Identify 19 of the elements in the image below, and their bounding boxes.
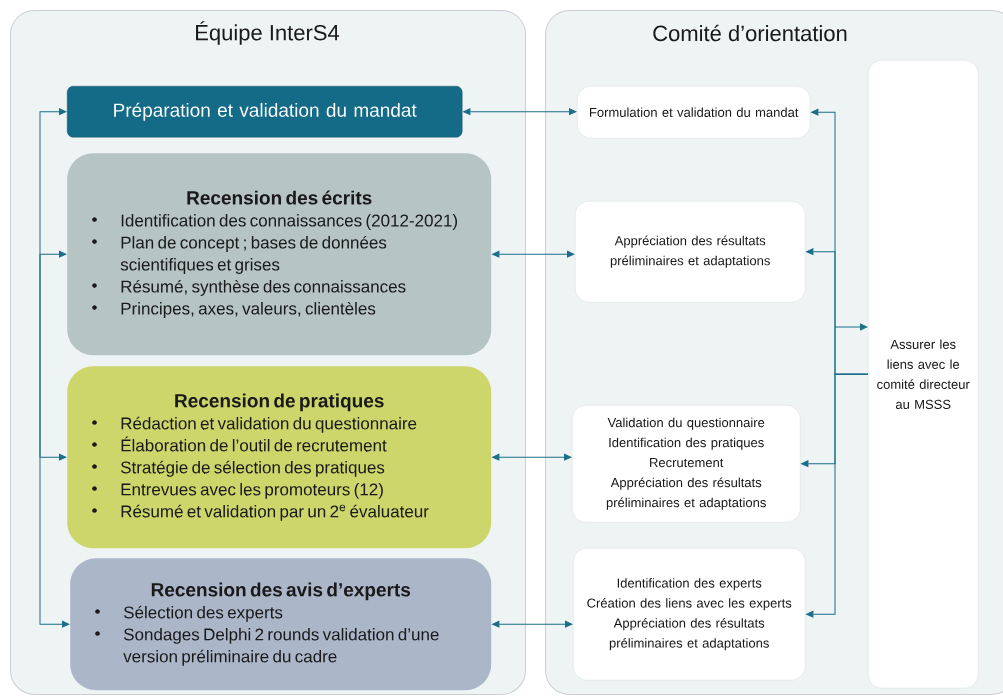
text-box: Appréciation des résultats préliminaires et adaptations	[575, 201, 806, 303]
text-box: Validation du questionnaire Identification des pratiques Recrutement Appréciation des résultats préliminaires et adaptations	[572, 405, 801, 523]
panel-heading: Équipe InterS4	[196, 21, 340, 45]
arrow	[806, 373, 869, 618]
title-box: Préparation et validation du mandat	[67, 86, 463, 138]
panel-heading: Comité d’orientation	[653, 24, 847, 42]
text-box: Assurer les liens avec le comité directeur au MSSS	[868, 60, 979, 689]
arrow	[834, 323, 868, 331]
text-box: Formulation et validation du mandat	[577, 86, 811, 139]
arrow	[492, 620, 573, 628]
arrow	[492, 453, 572, 461]
arrow	[492, 250, 575, 258]
bullet-box: Recension des écrits Identification des connaissances (2012-2021) Plan de concept ; bases de données scientifiques et grises Résumé, synthèse des connaissances Principes, axes, valeurs, clientèles	[67, 153, 492, 356]
bullet-box: Recension des avis d’experts Sélection des experts Sondages Delphi 2 rounds validation d’une version préliminaire du cadre	[70, 558, 492, 691]
arrow	[39, 250, 67, 371]
arrow	[39, 369, 70, 628]
arrow	[463, 108, 577, 116]
bullet-box: Recension de pratiques Rédaction et validation du questionnaire Élaboration de l’outil de recrutement Stratégie de sélection des pratiques Entrevues avec les promoteurs (12) Résumé et validation par un 2$^{e}$ évaluateur	[67, 366, 492, 549]
text-box: Identification des experts Création des liens avec les experts Appréciation des résultats préliminaires et adaptations	[573, 548, 806, 681]
